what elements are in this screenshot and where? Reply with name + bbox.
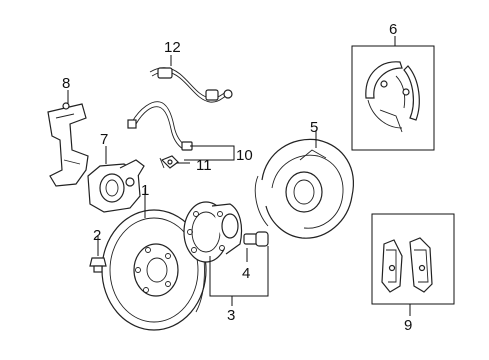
- callout-1: 1: [141, 182, 149, 199]
- rotor-bolt: [89, 257, 107, 273]
- callout-5: 5: [310, 119, 318, 136]
- brake-rotor: [101, 209, 207, 331]
- brake-caliper: [87, 159, 145, 213]
- wheel-stud: [243, 231, 269, 247]
- callout-11: 11: [196, 157, 212, 174]
- backing-plate: [254, 138, 354, 239]
- callout-9: 9: [404, 317, 412, 334]
- caliper-bracket: [47, 102, 89, 187]
- leader-lines: [67, 36, 411, 316]
- wheel-speed-sensor: [149, 67, 233, 103]
- callout-3: 3: [227, 307, 235, 324]
- callout-labels: 1 2 3 4 5 6 7 8 9 10 11 12: [62, 21, 412, 334]
- callout-6: 6: [389, 21, 397, 38]
- callout-12: 12: [164, 39, 181, 56]
- callout-7: 7: [100, 131, 108, 148]
- brake-hose: [127, 101, 193, 151]
- callout-10: 10: [236, 147, 253, 164]
- hose-bracket: [159, 155, 179, 169]
- callout-8: 8: [62, 75, 70, 92]
- callout-4: 4: [242, 265, 250, 282]
- hub-bearing: [183, 201, 243, 263]
- callout-2: 2: [93, 227, 101, 244]
- brake-pads: [371, 213, 455, 305]
- parking-brake-shoes: [351, 45, 435, 151]
